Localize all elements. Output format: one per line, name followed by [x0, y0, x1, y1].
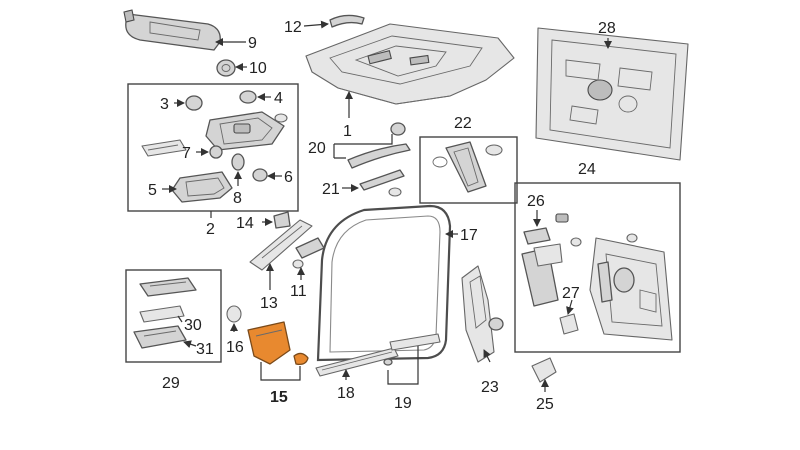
- pillar-trim-part-13: [249, 219, 313, 271]
- callout-26: 26: [527, 193, 545, 210]
- bracket-part-22: [432, 141, 503, 193]
- bracket-part-27: [559, 313, 579, 335]
- scuff-plate-part-19: [383, 333, 441, 366]
- door-seal-part-17: [316, 204, 452, 362]
- box-group-29: [125, 269, 222, 363]
- callout-15: 15: [270, 389, 288, 406]
- sun-visor-part-9: [123, 9, 221, 51]
- clip-part-16: [226, 305, 242, 323]
- bulb-part-6: [252, 168, 268, 182]
- callout-3: 3: [160, 96, 169, 113]
- callout-5: 5: [148, 182, 157, 199]
- bulb-part-8: [231, 153, 245, 171]
- callout-11: 11: [290, 283, 307, 300]
- console-housing: [205, 111, 288, 151]
- callout-18: 18: [337, 385, 355, 402]
- callout-7: 7: [182, 145, 191, 162]
- callout-23: 23: [481, 379, 499, 396]
- callout-31: 31: [196, 341, 214, 358]
- lens-part-4: [239, 90, 257, 104]
- callout-1: 1: [343, 123, 352, 140]
- bracket-part-14: [273, 211, 291, 229]
- callout-19: 19: [394, 395, 412, 412]
- socket-part-7: [209, 145, 223, 159]
- lens-cover-small: [141, 139, 187, 157]
- box-group-24: [514, 182, 681, 353]
- callout-24: 24: [578, 161, 596, 178]
- callout-2: 2: [206, 221, 215, 238]
- side-panel: [589, 237, 673, 341]
- callout-17: 17: [460, 227, 478, 244]
- callout-4: 4: [274, 90, 283, 107]
- cover-part-25: [531, 357, 557, 383]
- pillar-trim-lower: [521, 243, 563, 307]
- handle-part-20: [347, 143, 411, 169]
- callout-20: 20: [308, 140, 326, 157]
- callout-6: 6: [284, 169, 293, 186]
- callout-28: 28: [598, 20, 616, 37]
- b-pillar-trim-part-23: [461, 265, 504, 363]
- callout-8: 8: [233, 190, 242, 207]
- highlighted-part-15: [247, 321, 309, 366]
- handle-part-11: [292, 237, 325, 269]
- callout-14: 14: [236, 215, 254, 232]
- rear-panel-part-28: [535, 27, 689, 161]
- callout-9: 9: [248, 35, 257, 52]
- sill-plate-part-18: [315, 347, 399, 377]
- lamp-part-5: [171, 171, 233, 203]
- callout-30: 30: [184, 317, 202, 334]
- callout-12: 12: [284, 19, 302, 36]
- grab-handle-part-12: [329, 14, 365, 28]
- bulb-part-3: [185, 95, 203, 111]
- headliner-part-1: [305, 23, 515, 105]
- retainer-part-21: [359, 169, 405, 197]
- clip-part-above-20: [390, 122, 406, 136]
- callout-27: 27: [562, 285, 580, 302]
- callout-22: 22: [454, 115, 472, 132]
- callout-13: 13: [260, 295, 278, 312]
- box-group-22: [419, 136, 518, 204]
- lens-part-30: [139, 305, 185, 323]
- lamp-assembly-top: [139, 277, 197, 297]
- trim-piece-part-26: [523, 227, 551, 245]
- callout-25: 25: [536, 396, 554, 413]
- clips-cluster: [555, 213, 638, 247]
- visor-clip-part-10: [216, 59, 236, 77]
- callout-29: 29: [162, 375, 180, 392]
- housing-part-31: [133, 325, 187, 349]
- callout-16: 16: [226, 339, 244, 356]
- callout-21: 21: [322, 181, 340, 198]
- box-group-2: [127, 83, 299, 212]
- callout-10: 10: [249, 60, 267, 77]
